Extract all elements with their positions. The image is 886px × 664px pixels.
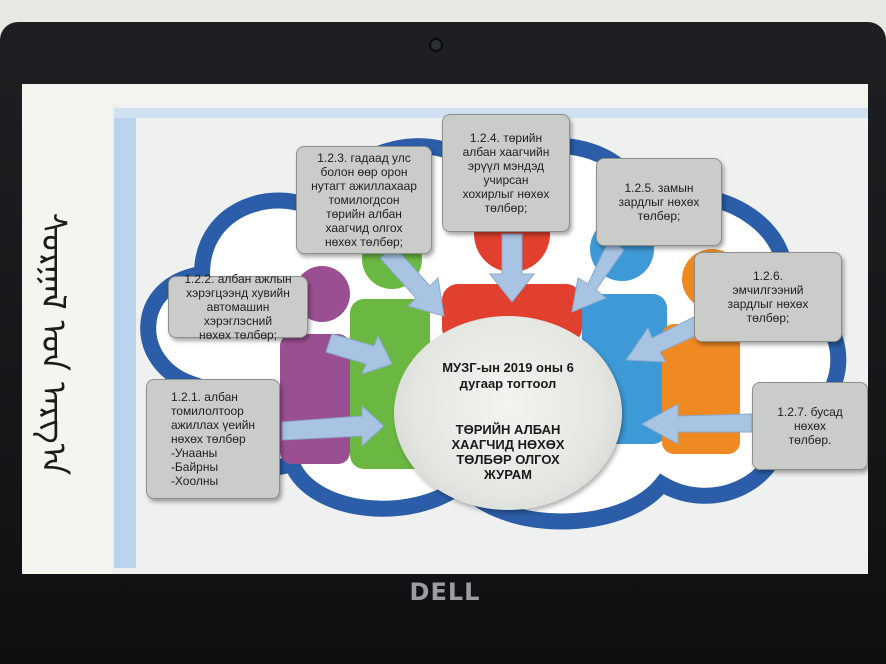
webcam-icon — [431, 40, 441, 50]
arrow-from-121 — [281, 404, 385, 448]
laptop-bezel: ᠰᠤᠷᠭᠠᠯ ᠤᠨ ᠠᠷᠭ᠎ᠠ 1.2.1. албан томилолтоор… — [0, 22, 886, 664]
box-1-2-1-text: 1.2.1. албан томилолтоор ажиллах үеийн н… — [170, 390, 256, 488]
center-oval: МУЗГ-ын 2019 оны 6 дугаар тогтоол ТӨРИЙН… — [394, 316, 622, 510]
box-1-2-3-text: 1.2.3. гадаад улс болон өөр орон нутагт … — [311, 151, 417, 249]
box-1-2-5-text: 1.2.5. замын зардлыг нөхөх төлбөр; — [618, 181, 700, 223]
slide-left-stripe — [114, 108, 136, 568]
box-1-2-7-text: 1.2.7. бусад нөхөх төлбөр. — [777, 405, 843, 447]
arrow-from-125 — [571, 237, 625, 313]
center-title: МУЗГ-ын 2019 оны 6 дугаар тогтоол — [442, 360, 574, 391]
arrows — [281, 233, 753, 448]
center-subtitle: ТӨРИЙН АЛБАН ХААГЧИД НӨХӨХ ТӨЛБӨР ОЛГОХ … — [451, 422, 565, 482]
box-1-2-2-text: 1.2.2. албан ажлын хэрэгцээнд хувийн авт… — [184, 272, 292, 342]
person-purple-head — [294, 266, 350, 322]
box-1-2-7: 1.2.7. бусад нөхөх төлбөр. — [752, 382, 868, 470]
box-1-2-6: 1.2.6. эмчилгээний зардлыг нөхөх төлбөр; — [694, 252, 842, 342]
laptop-screen: ᠰᠤᠷᠭᠠᠯ ᠤᠨ ᠠᠷᠭ᠎ᠠ 1.2.1. албан томилолтоор… — [22, 84, 868, 574]
slide-top-stripe — [114, 108, 868, 118]
box-1-2-3: 1.2.3. гадаад улс болон өөр орон нутагт … — [296, 146, 432, 254]
box-1-2-4: 1.2.4. төрийн албан хаагчийн эрүүл мэндэ… — [442, 114, 570, 232]
box-1-2-4-text: 1.2.4. төрийн албан хаагчийн эрүүл мэндэ… — [462, 131, 550, 215]
arrow-from-124 — [488, 233, 536, 303]
arrow-from-127 — [640, 403, 753, 445]
mongolian-script-caption: ᠰᠤᠷᠭᠠᠯ ᠤᠨ ᠠᠷᠭ᠎ᠠ — [32, 184, 92, 484]
arrow-from-122 — [325, 333, 393, 375]
box-1-2-1: 1.2.1. албан томилолтоор ажиллах үеийн н… — [146, 379, 280, 499]
box-1-2-2: 1.2.2. албан ажлын хэрэгцээнд хувийн авт… — [168, 272, 308, 342]
dell-logo: DELL — [409, 578, 481, 606]
mongolian-script-text: ᠰᠤᠷᠭᠠᠯ ᠤᠨ ᠠᠷᠭ᠎ᠠ — [33, 212, 73, 476]
box-1-2-6-text: 1.2.6. эмчилгээний зардлыг нөхөх төлбөр; — [727, 269, 809, 325]
box-1-2-5: 1.2.5. замын зардлыг нөхөх төлбөр; — [596, 158, 722, 246]
arrow-from-123 — [379, 245, 445, 317]
